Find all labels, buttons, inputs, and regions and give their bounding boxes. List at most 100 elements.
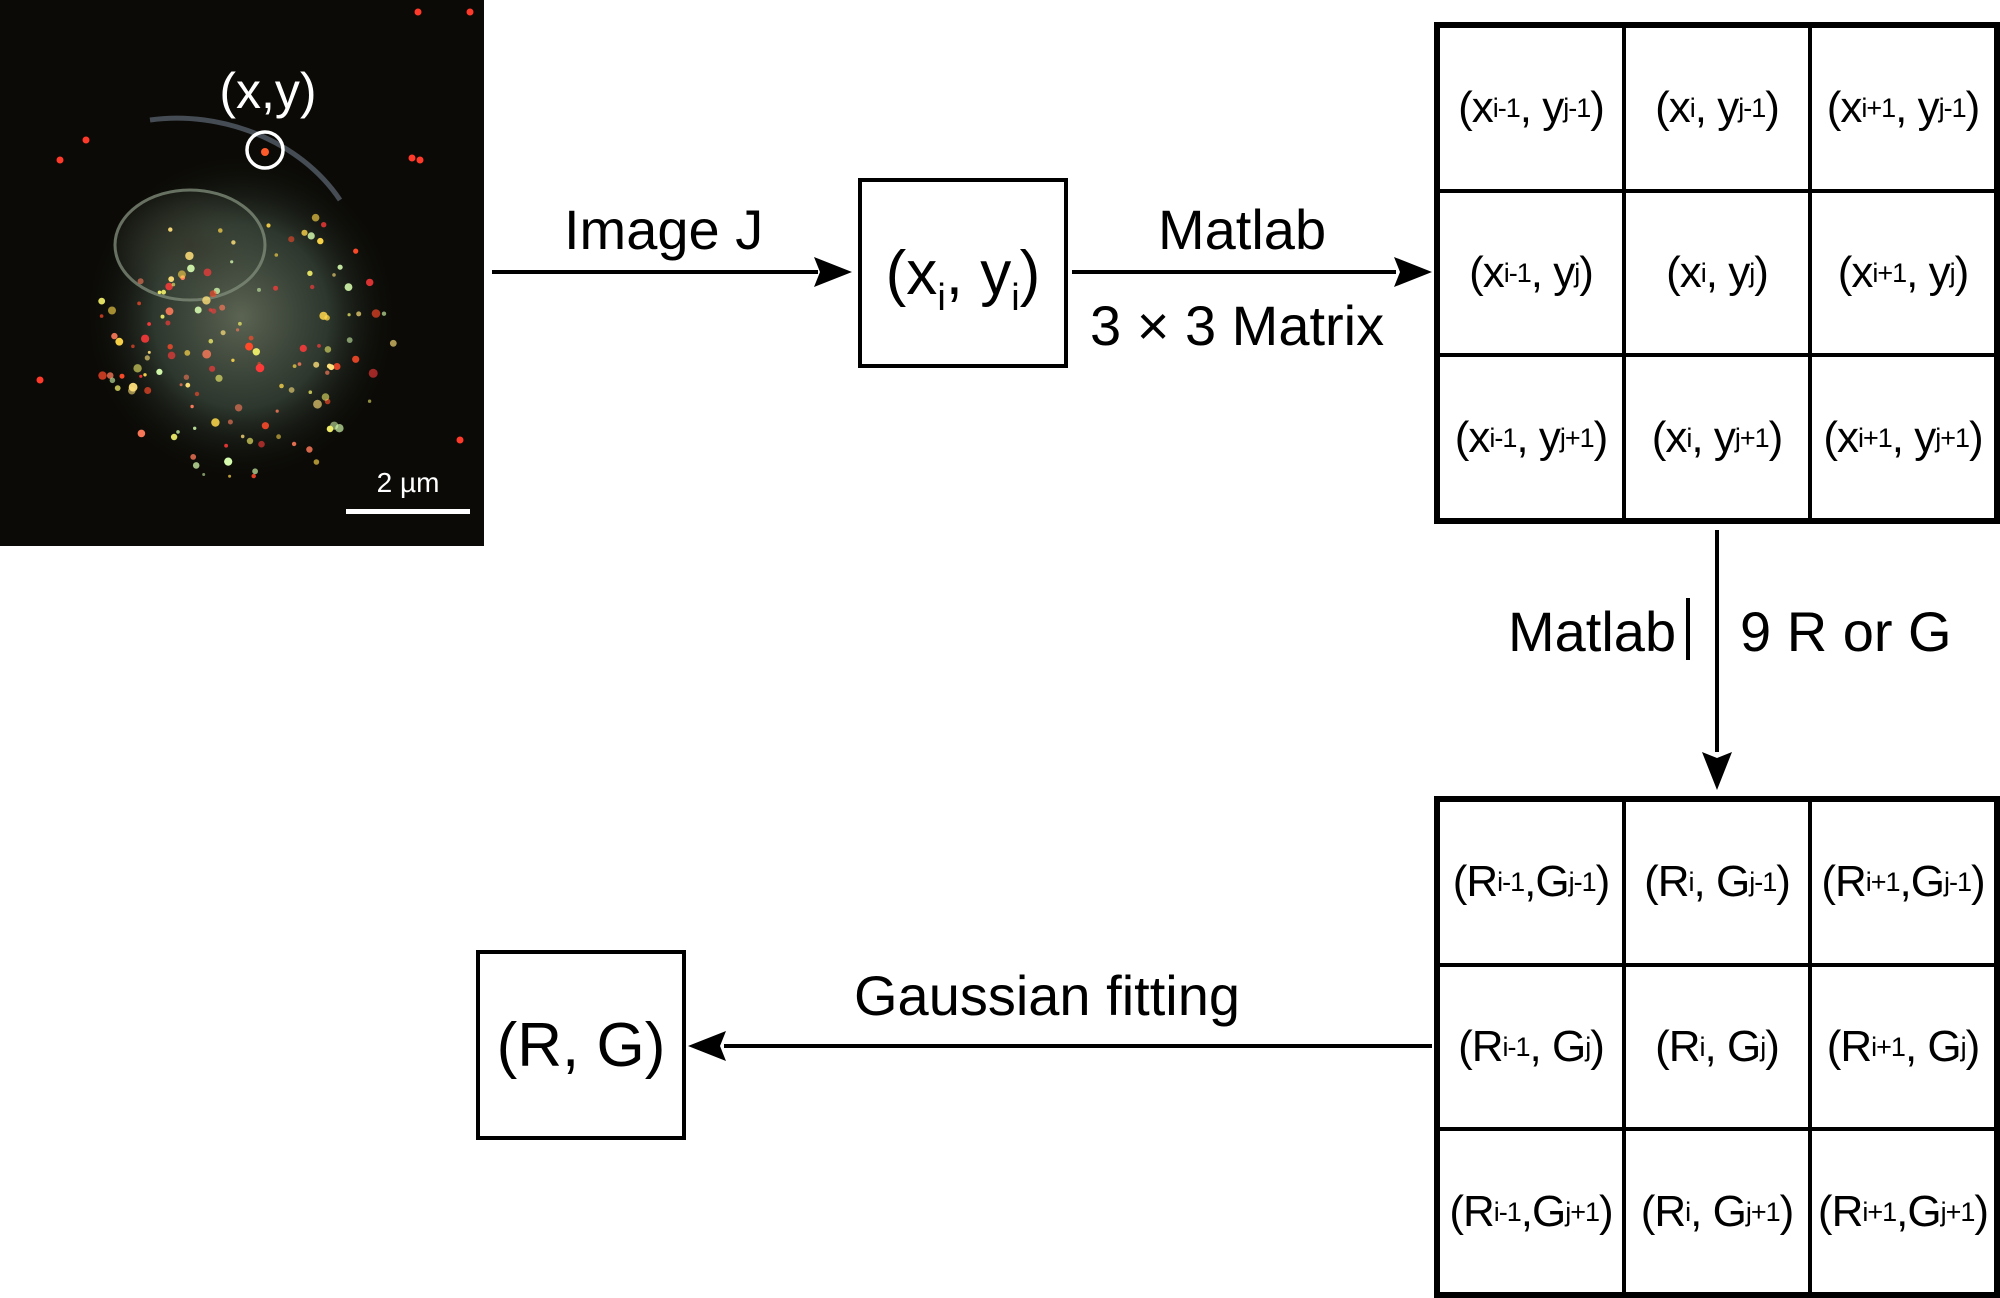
fluorescent-spot xyxy=(274,253,279,257)
fluorescent-spot xyxy=(466,8,474,16)
fluorescent-spot xyxy=(326,425,334,433)
fluorescent-spot xyxy=(317,344,321,348)
fluorescent-spot xyxy=(144,355,150,361)
fluorescent-spot xyxy=(147,322,152,326)
fluorescent-spot xyxy=(389,339,397,347)
fluorescent-spot xyxy=(321,393,330,401)
fluorescent-spot xyxy=(156,368,163,375)
nucleus xyxy=(113,188,267,302)
fluorescent-puncta xyxy=(36,8,474,479)
fluorescent-spot xyxy=(301,229,308,236)
fluorescent-spot xyxy=(106,372,114,379)
fluorescent-spot xyxy=(209,290,217,298)
fluorescent-spot xyxy=(333,363,341,370)
fluorescent-spot xyxy=(215,374,223,382)
result-box: (R, G) xyxy=(476,950,686,1140)
fluorescent-spot xyxy=(311,213,320,222)
fluorescent-spot xyxy=(133,364,142,373)
fluorescent-spot xyxy=(368,368,378,378)
fluorescent-spot xyxy=(82,136,90,144)
fluorescent-spot xyxy=(171,282,176,287)
fluorescent-spot xyxy=(252,348,260,356)
fluorescent-spot xyxy=(273,285,279,291)
fluorescent-spot xyxy=(307,232,315,240)
fluorescent-spot xyxy=(224,443,229,448)
fluorescent-spot xyxy=(177,270,186,279)
fluorescent-spot xyxy=(137,301,142,306)
fluorescent-spot xyxy=(408,154,416,162)
fluorescent-spot xyxy=(381,311,387,316)
fluorescent-spot xyxy=(356,311,362,317)
fluorescent-spot xyxy=(209,365,216,372)
fluorescent-spot xyxy=(276,434,281,440)
fluorescent-spot xyxy=(115,337,124,346)
selected-spot-circle xyxy=(245,130,285,170)
fluorescent-spot xyxy=(291,441,297,447)
fluorescent-spot xyxy=(288,236,295,243)
scale-bar xyxy=(346,509,470,514)
fluorescent-spot xyxy=(167,344,173,350)
fluorescent-spot xyxy=(208,338,214,344)
fluorescent-spot xyxy=(114,385,121,391)
fluorescent-spot xyxy=(352,355,360,363)
fluorescent-spot xyxy=(297,362,302,366)
fluorescent-spot xyxy=(187,264,195,273)
fluorescent-spot xyxy=(202,296,211,305)
fluorescent-spot xyxy=(321,222,327,228)
label-matlab-right: Matlab xyxy=(1508,600,1677,663)
fluorescent-spot xyxy=(257,287,261,292)
fluorescent-spot xyxy=(252,468,258,475)
fluorescent-spot xyxy=(219,304,226,311)
fluorescent-spot xyxy=(192,462,200,469)
fluorescent-spot xyxy=(227,419,233,425)
fluorescent-spot xyxy=(208,308,213,312)
coordinate-label: (xi, yi) xyxy=(885,238,1041,319)
fluorescent-spot xyxy=(193,426,197,430)
fluorescent-spot xyxy=(111,332,118,340)
fluorescent-spot xyxy=(210,308,217,314)
fluorescent-spot xyxy=(168,276,175,282)
fluorescent-spot xyxy=(184,350,191,356)
fluorescent-spot xyxy=(144,387,152,394)
label-9-r-or-g: 9 R or G xyxy=(1740,600,1952,663)
fluorescent-spot xyxy=(261,422,269,430)
fluorescent-spot xyxy=(299,344,307,352)
fluorescent-spot xyxy=(190,454,197,460)
fluorescent-spot xyxy=(313,399,322,409)
fluorescent-spot xyxy=(98,371,107,380)
fluorescent-spot xyxy=(325,370,330,375)
fluorescent-spot xyxy=(319,311,328,320)
fluorescent-spot xyxy=(119,373,125,379)
fluorescent-spot xyxy=(161,289,167,295)
fluorescent-spot xyxy=(36,376,44,384)
fluorescent-spot xyxy=(275,409,279,413)
arrow-matlab-matrix xyxy=(1072,257,1432,287)
fluorescent-spot xyxy=(238,321,242,326)
arrow-gaussian xyxy=(688,1031,1432,1061)
result-label: (R, G) xyxy=(496,1010,666,1080)
fluorescent-spot xyxy=(231,358,235,362)
fluorescent-spot xyxy=(240,434,245,439)
fluorescent-spot xyxy=(128,386,136,395)
fluorescent-spot xyxy=(337,264,343,270)
fluorescent-spot xyxy=(98,297,106,305)
fluorescent-spot xyxy=(211,418,220,427)
fluorescent-spot xyxy=(143,373,147,377)
fluorescent-spot xyxy=(371,309,381,318)
fluorescent-spot xyxy=(310,284,315,290)
fluorescent-spot xyxy=(367,399,372,403)
fluorescent-spot xyxy=(179,383,183,387)
fluorescent-spot xyxy=(236,328,240,332)
